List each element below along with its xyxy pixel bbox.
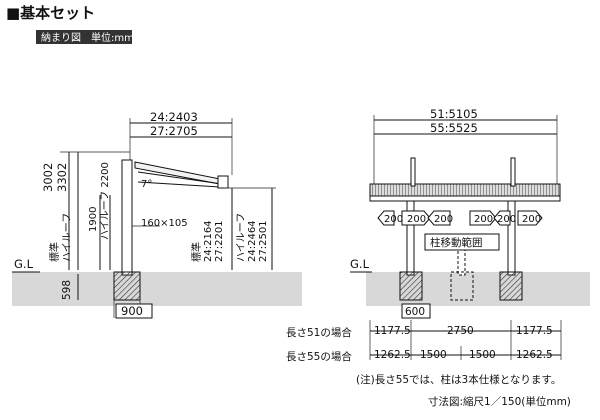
front-post-top-left — [410, 157, 416, 187]
row55-value-4: 1262.5 — [516, 349, 553, 361]
gap-6: 200 — [522, 214, 541, 225]
row55-value-2: 1500 — [420, 349, 447, 361]
front-view: 51:5105 55:5525 200 200 200 200 200 200 — [350, 107, 561, 319]
scale-note: 寸法図:縮尺1／150(単位mm) — [428, 395, 571, 408]
front-base-600: 600 — [405, 306, 425, 318]
side-width-27: 27:2705 — [150, 124, 198, 138]
clearance-24-2164: 24:2164 — [203, 220, 214, 262]
clearance-std-label: 標準 — [190, 242, 203, 262]
gap-1: 200 — [384, 214, 403, 225]
roof-end-cap — [217, 175, 229, 189]
front-length-55: 55:5525 — [430, 121, 478, 135]
subtitle: 納まり図 単位:mm — [41, 31, 134, 44]
footnote: (注)長さ55では、柱は3本仕様となります。 — [356, 373, 561, 386]
side-width-24: 24:2403 — [150, 110, 198, 124]
roof-angle: 7° — [141, 179, 152, 190]
label-std-vert: 標準 — [48, 242, 61, 262]
post-size: 160×105 — [141, 218, 188, 229]
side-ground-level: G.L — [14, 257, 34, 271]
row55-value-1: 1262.5 — [374, 349, 411, 361]
row51-value-2: 2750 — [447, 325, 474, 337]
clearance-27-2201: 27:2201 — [214, 220, 225, 262]
front-roof-beam — [369, 195, 561, 202]
side-view: 24:2403 27:2705 7° 3002 3302 標準 ハイルーフ 19… — [12, 110, 276, 319]
front-post-top-right — [510, 157, 516, 187]
gap-3: 200 — [434, 214, 453, 225]
movable-range-label: 柱移動範囲 — [430, 236, 483, 249]
height-1900: 1900 — [88, 207, 99, 232]
height-3302: 3302 — [55, 163, 69, 192]
page-title: ■基本セット — [6, 4, 95, 22]
row55-label: 長さ55の場合 — [286, 350, 352, 363]
side-foundation — [113, 271, 141, 301]
clearance-24-2464: 24:2464 — [247, 220, 258, 262]
label-high-vert: ハイルーフ — [62, 213, 73, 262]
height-2200-high: ハイルーフ 2200 — [100, 162, 111, 240]
row51-label: 長さ51の場合 — [286, 326, 352, 339]
base-width: 900 — [121, 304, 143, 318]
gap-2: 200 — [407, 214, 426, 225]
front-post-center-optional — [457, 234, 466, 276]
dimension-table: 長さ51の場合 1177.5 2750 1177.5 長さ55の場合 1262.… — [286, 320, 562, 363]
front-length-51: 51:5105 — [430, 107, 478, 121]
front-foundation-center — [450, 271, 474, 301]
front-base-600-box — [401, 303, 431, 319]
front-foundation-right — [499, 271, 523, 301]
clearance-high-label: ハイルーフ — [236, 213, 247, 262]
clearance-27-2501: 27:2501 — [258, 220, 269, 262]
side-post — [121, 159, 133, 276]
gap-5: 200 — [497, 214, 516, 225]
subtitle-background — [36, 30, 132, 44]
front-foundation-left — [399, 271, 423, 301]
gap-4: 200 — [474, 214, 493, 225]
row55-value-3: 1500 — [469, 349, 496, 361]
ground-side-view — [12, 272, 302, 306]
front-ground-level: G.L — [350, 257, 370, 271]
row51-value-3: 1177.5 — [516, 325, 553, 337]
movable-range-box — [424, 233, 500, 251]
post-move-gaps: 200 200 200 200 200 200 — [377, 210, 543, 226]
foundation-depth: 598 — [61, 280, 73, 300]
height-3002: 3002 — [41, 163, 55, 192]
row51-value-1: 1177.5 — [374, 325, 411, 337]
front-roof-panel — [369, 183, 561, 197]
base-width-box — [115, 303, 153, 319]
